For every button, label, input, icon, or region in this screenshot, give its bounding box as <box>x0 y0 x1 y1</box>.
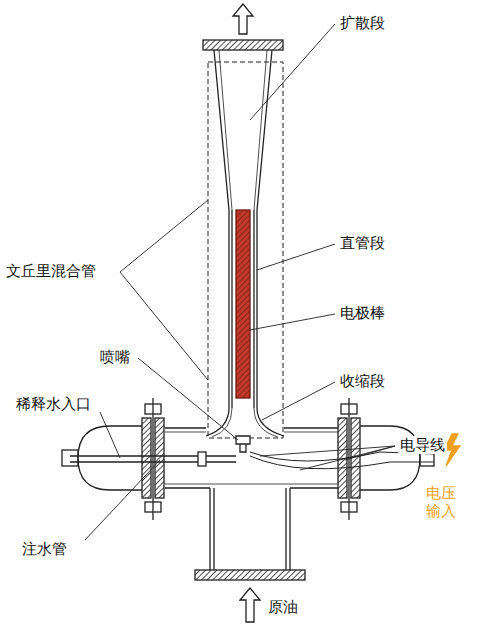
part-label: 扩散段 <box>338 14 387 32</box>
part-label: 电极棒 <box>338 304 387 322</box>
nozzle <box>236 436 250 452</box>
electrode-rod <box>236 210 250 398</box>
leader-lines <box>85 24 395 540</box>
part-label: 注水管 <box>20 540 69 558</box>
part-label: 文丘里混合管 <box>4 262 98 280</box>
part-label: 收缩段 <box>338 372 387 390</box>
diffuser-inner <box>219 50 267 210</box>
venturi-boundary <box>208 62 283 438</box>
chamber-wall <box>165 428 338 488</box>
injection-pipe <box>70 456 236 462</box>
bottom-flange <box>195 570 305 580</box>
convergent-wall <box>206 408 284 436</box>
outlet-arrow <box>233 4 253 34</box>
inlet-pipe <box>210 488 290 570</box>
part-label: 电导线 <box>398 436 447 454</box>
part-label: 喷嘴 <box>98 348 132 366</box>
straight-wall <box>229 210 257 408</box>
diffuser-wall <box>214 50 272 210</box>
inlet-arrow <box>240 588 260 622</box>
part-label: 稀释水入口 <box>14 395 93 413</box>
signal-label: 电压 输入 <box>424 484 462 520</box>
left-flange <box>142 418 151 498</box>
part-label: 直管段 <box>338 234 387 252</box>
flow-label: 原油 <box>266 598 300 616</box>
top-flange <box>203 40 283 50</box>
inlet-port <box>62 450 78 466</box>
